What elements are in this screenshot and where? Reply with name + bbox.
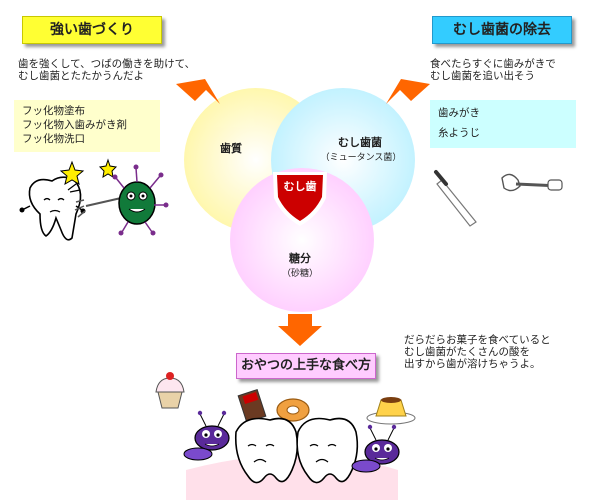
snack-title: おやつの上手な食べ方 [236,353,376,379]
floss-pick-icon [501,173,563,192]
strong-teeth-title: 強い歯づくり [22,16,162,44]
center-shield [277,175,323,221]
sugar-sublabel: （砂糖） [281,269,318,279]
sad-teeth-icon [234,417,359,484]
arrows [176,79,430,346]
arrow-up-left [176,79,220,104]
sugar-circle [230,168,374,312]
bacteria-bug-icon [351,424,400,473]
fluoride-item: フッ化物入歯みがき剤 [22,119,127,131]
fluoride-item: フッ化物塗布 [22,105,85,117]
bacteria-sublabel: （ミュータンス菌） [320,153,402,163]
remove-bacteria-description: 食べたらすぐに歯みがきで むし歯菌を追い出そう [430,58,556,82]
chocolate-icon [237,388,267,424]
donut-icon [276,398,310,422]
cleaning-item: 歯みがき [438,107,480,119]
germ-character-icon [74,164,169,236]
bacteria-label: むし歯菌 [338,136,382,149]
pudding-icon [366,397,416,425]
remove-bacteria-title: むし歯菌の除去 [432,16,572,44]
fluoride-item: フッ化物洗口 [22,133,85,145]
bacteria-bug-icon [183,410,230,461]
tooth-character-icon [19,176,86,241]
strong-teeth-description: 歯を強くして、つばの働きを助けて、 むし歯菌とたたかうんだよ [18,58,196,82]
fluoride-list: フッ化物塗布 フッ化物入歯みがき剤 フッ化物洗口 [14,100,160,152]
cleaning-item: 糸ようじ [438,127,480,139]
cupcake-icon [155,372,185,409]
toothbrush-icon [434,170,477,227]
spark-icon [59,158,118,186]
cleaning-list: 歯みがき 糸ようじ [430,100,576,148]
arrow-down [278,314,322,346]
snack-description: だらだらお菓子を食べていると むし歯菌がたくさんの酸を 出すから歯が溶けちゃうよ… [404,334,551,370]
arrow-up-right [386,79,430,104]
sugar-label: 糖分 [289,252,311,265]
center-cavity-label: むし歯 [283,180,317,193]
tooth-quality-label: 歯質 [220,142,242,155]
